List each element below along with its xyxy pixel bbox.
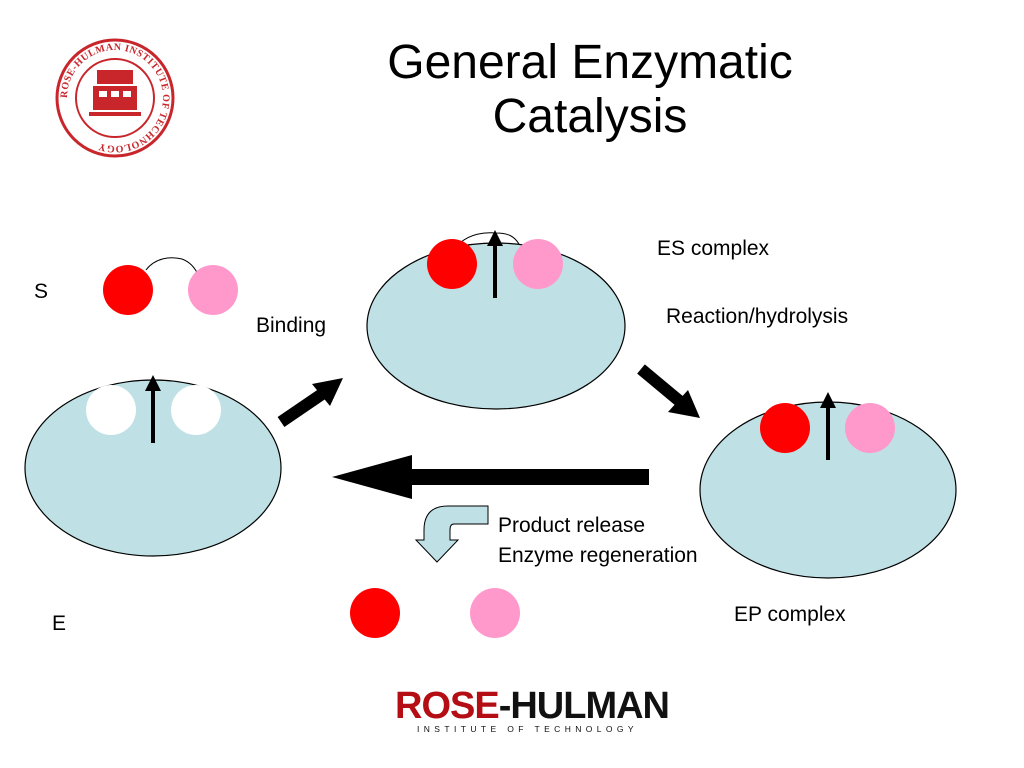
label-es-complex: ES complex [657, 237, 770, 260]
regeneration-arrow-icon [332, 455, 649, 499]
rose-hulman-logo: ROSE-HULMAN INSTITUTE OF TECHNOLOGY [395, 685, 670, 734]
logo-wordmark: ROSE-HULMAN [395, 685, 670, 727]
logo-hulman: -HULMAN [498, 685, 670, 727]
es-complex [366, 230, 626, 410]
substrate-free [103, 257, 238, 315]
label-binding: Binding [256, 314, 327, 337]
substrate-part-red [103, 265, 153, 315]
binding-arrow-icon [277, 378, 343, 427]
binding-site-right [171, 385, 221, 435]
reaction-arrow-icon [637, 364, 700, 418]
product-release-arrow-icon [414, 505, 489, 563]
label-enzyme-regeneration: Enzyme regeneration [498, 544, 698, 567]
ep-complex [699, 392, 957, 579]
label-enzyme: E [52, 612, 67, 635]
substrate-part-pink [188, 265, 238, 315]
label-substrate: S [34, 280, 49, 303]
substrate-part-red [427, 239, 477, 289]
slide-title: General Enzymatic Catalysis [300, 36, 880, 144]
logo-rose: ROSE [395, 685, 500, 727]
binding-site-left [86, 385, 136, 435]
product-part-pink [845, 403, 895, 453]
substrate-bond [145, 257, 199, 275]
released-products [350, 588, 520, 638]
logo-tagline: INSTITUTE OF TECHNOLOGY [417, 724, 638, 734]
enzyme-free [24, 375, 282, 557]
label-product-release: Product release [498, 514, 646, 537]
substrate-part-pink [513, 239, 563, 289]
product-part-red [760, 403, 810, 453]
title-line-2: Catalysis [492, 90, 688, 143]
university-seal-icon: ROSE-HULMAN INSTITUTE OF TECHNOLOGY [55, 38, 175, 158]
product-pink [470, 588, 520, 638]
title-line-1: General Enzymatic [387, 36, 793, 89]
label-reaction: Reaction/hydrolysis [666, 305, 849, 328]
product-red [350, 588, 400, 638]
label-ep-complex: EP complex [734, 603, 846, 626]
